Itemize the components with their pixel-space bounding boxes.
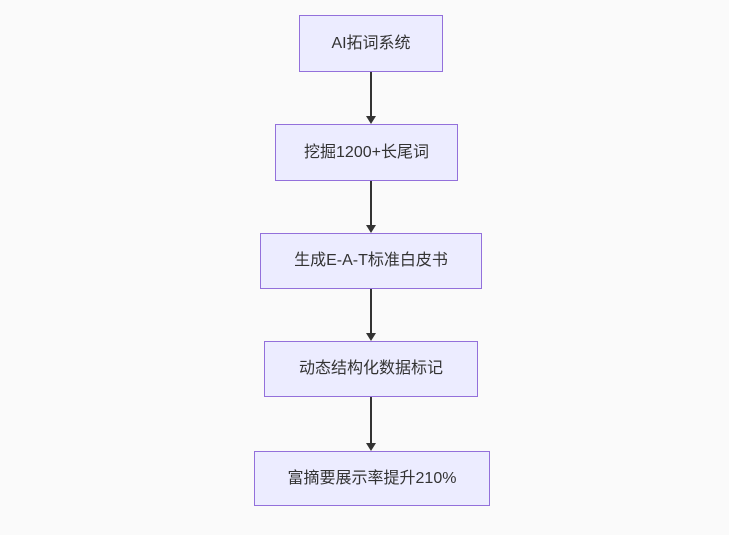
flow-node-label: 生成E-A-T标准白皮书 [294, 252, 448, 270]
edge-line-d-e [370, 397, 372, 443]
flow-node-label: AI拓词系统 [331, 34, 411, 52]
flow-node-rich-snippet-rate-increase: 富摘要展示率提升210% [254, 451, 490, 506]
arrowhead-down-icon [366, 443, 376, 451]
edge-line-b-c [370, 181, 372, 225]
flow-node-generate-eat-whitepaper: 生成E-A-T标准白皮书 [260, 233, 482, 289]
flow-node-ai-word-expansion-system: AI拓词系统 [299, 15, 443, 72]
flow-node-mine-longtail-keywords: 挖掘1200+长尾词 [275, 124, 458, 181]
flow-node-label: 动态结构化数据标记 [298, 360, 443, 378]
flow-node-label: 挖掘1200+长尾词 [304, 143, 429, 161]
arrowhead-down-icon [366, 116, 376, 124]
edge-line-c-d [370, 289, 372, 333]
arrowhead-down-icon [366, 333, 376, 341]
arrowhead-down-icon [366, 225, 376, 233]
flow-node-label: 富摘要展示率提升210% [287, 469, 457, 487]
flow-node-dynamic-structured-data-markup: 动态结构化数据标记 [264, 341, 478, 397]
edge-line-a-b [370, 72, 372, 116]
